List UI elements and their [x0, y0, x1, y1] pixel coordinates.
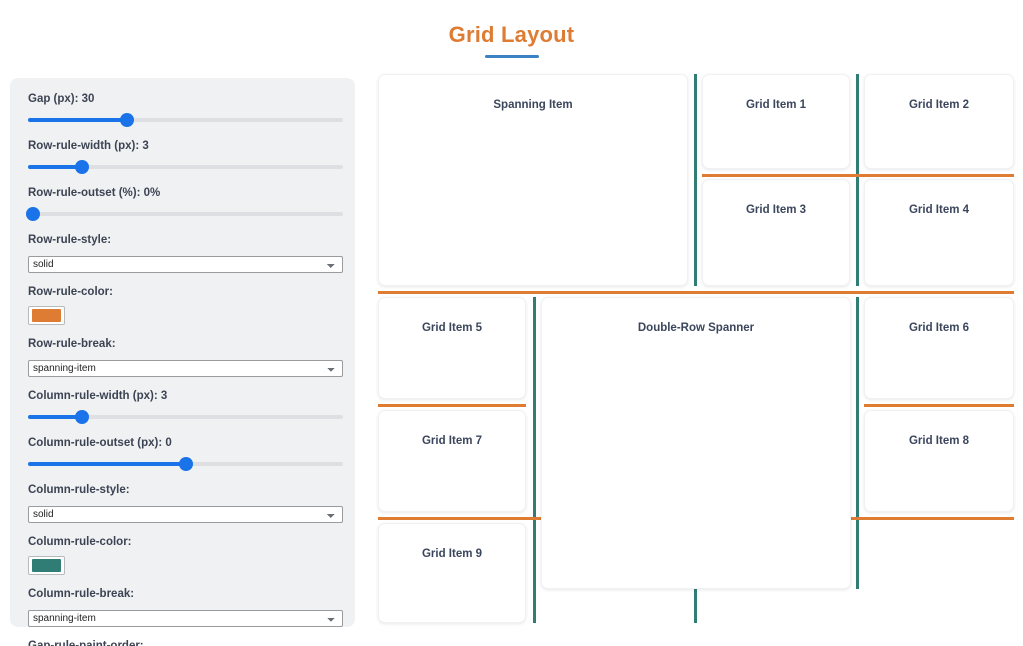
control-column-rule-outset-label: Column-rule-outset (px): 0	[28, 437, 172, 449]
grid-card-label: Grid Item 5	[421, 322, 483, 334]
slider-track	[28, 165, 343, 169]
grid-card-label: Grid Item 8	[908, 435, 970, 447]
row-rule-outset-slider[interactable]	[25, 207, 343, 221]
grid-card-label: Grid Item 1	[745, 99, 807, 111]
control-column-rule-style: Column-rule-style: solid	[28, 483, 343, 523]
column-rule-outset-slider[interactable]	[28, 457, 343, 471]
control-column-rule-break-label: Column-rule-break:	[28, 588, 135, 600]
grid-card-grid-item-7[interactable]: Grid Item 7	[378, 410, 526, 512]
slider-fill	[28, 118, 128, 122]
grid-card-label: Grid Item 6	[908, 322, 970, 334]
control-row-rule-width: Row-rule-width (px): 3	[28, 139, 343, 174]
grid-card-grid-item-9[interactable]: Grid Item 9	[378, 523, 526, 623]
grid-card-grid-item-2[interactable]: Grid Item 2	[864, 74, 1014, 169]
control-column-rule-color: Column-rule-color:	[28, 535, 333, 575]
row-rule-width-slider[interactable]	[28, 160, 343, 174]
grid-card-label: Double-Row Spanner	[637, 322, 755, 334]
slider-track	[28, 415, 343, 419]
control-column-rule-break: Column-rule-break: spanning-item	[28, 587, 343, 627]
column-rule-break-select[interactable]: spanning-item	[28, 610, 343, 627]
slider-thumb[interactable]	[74, 160, 89, 174]
control-row-rule-break: Row-rule-break: spanning-item	[28, 337, 343, 377]
grid-card-label: Grid Item 4	[908, 204, 970, 216]
slider-thumb[interactable]	[120, 113, 135, 127]
control-row-rule-style: Row-rule-style: solid	[28, 233, 343, 273]
slider-fill	[28, 165, 82, 169]
grid-card-label: Grid Item 9	[421, 548, 483, 560]
control-column-rule-width-label: Column-rule-width (px): 3	[28, 390, 168, 402]
control-row-rule-color-label: Row-rule-color:	[28, 286, 113, 298]
controls-panel: Gap (px): 30 Row-rule-width (px): 3 Row-…	[10, 78, 355, 646]
grid-card-double-row-spanner[interactable]: Double-Row Spanner	[541, 297, 851, 589]
slider-thumb[interactable]	[74, 410, 89, 424]
row-rule-style-select[interactable]: solid	[28, 256, 343, 273]
slider-thumb[interactable]	[178, 457, 193, 471]
column-rule-4	[856, 297, 859, 589]
row-rule-1	[702, 174, 1014, 177]
control-row-rule-outset-label: Row-rule-outset (%): 0%	[28, 187, 161, 199]
control-gap-label: Gap (px): 30	[28, 93, 95, 105]
control-gap: Gap (px): 30	[28, 92, 343, 127]
grid-card-grid-item-3[interactable]: Grid Item 3	[702, 179, 850, 286]
row-rule-color-chip	[32, 309, 61, 322]
control-gap-rule-paint-order: Gap-rule-paint-order: row-over-column	[28, 639, 333, 646]
control-row-rule-color: Row-rule-color:	[28, 285, 333, 325]
column-rule-style-select[interactable]: solid	[28, 506, 343, 523]
grid-card-grid-item-1[interactable]: Grid Item 1	[702, 74, 850, 169]
row-rule-3	[378, 404, 526, 407]
grid-card-label: Spanning Item	[493, 99, 573, 111]
control-column-rule-style-label: Column-rule-style:	[28, 484, 130, 496]
control-row-rule-outset: Row-rule-outset (%): 0%	[25, 186, 343, 221]
control-gap-rule-paint-order-label: Gap-rule-paint-order:	[28, 640, 144, 646]
row-rule-2	[378, 291, 1014, 294]
control-row-rule-break-label: Row-rule-break:	[28, 338, 116, 350]
grid-card-grid-item-6[interactable]: Grid Item 6	[864, 297, 1014, 399]
row-rule-color-picker[interactable]	[28, 306, 65, 325]
column-rule-width-slider[interactable]	[28, 410, 343, 424]
page-header: Grid Layout	[0, 22, 1023, 58]
control-row-rule-style-label: Row-rule-style:	[28, 234, 112, 246]
slider-track	[28, 212, 343, 216]
column-rule-3	[533, 297, 536, 589]
grid-card-spanning-item[interactable]: Spanning Item	[378, 74, 688, 286]
grid-card-grid-item-4[interactable]: Grid Item 4	[864, 179, 1014, 286]
grid-demo: Spanning Item Grid Item 1 Grid Item 2 Gr…	[378, 70, 1014, 626]
control-column-rule-outset: Column-rule-outset (px): 0	[28, 436, 343, 471]
slider-fill	[28, 415, 82, 419]
gap-slider[interactable]	[28, 113, 343, 127]
column-rule-5	[533, 523, 536, 623]
column-rule-color-chip	[32, 559, 61, 572]
row-rule-4	[864, 404, 1014, 407]
column-rule-2	[856, 74, 859, 286]
control-column-rule-color-label: Column-rule-color:	[28, 536, 132, 548]
grid-card-label: Grid Item 7	[421, 435, 483, 447]
slider-thumb[interactable]	[25, 207, 40, 221]
row-rule-break-select[interactable]: spanning-item	[28, 360, 343, 377]
grid-card-grid-item-5[interactable]: Grid Item 5	[378, 297, 526, 399]
page-title: Grid Layout	[448, 22, 575, 47]
grid-card-label: Grid Item 3	[745, 204, 807, 216]
slider-track	[28, 118, 343, 122]
grid-card-label: Grid Item 2	[908, 99, 970, 111]
control-column-rule-width: Column-rule-width (px): 3	[28, 389, 343, 424]
control-row-rule-width-label: Row-rule-width (px): 3	[28, 140, 149, 152]
slider-fill	[28, 462, 186, 466]
grid-card-grid-item-8[interactable]: Grid Item 8	[864, 410, 1014, 512]
column-rule-color-picker[interactable]	[28, 556, 65, 575]
title-underline	[484, 55, 539, 58]
column-rule-1	[694, 74, 697, 286]
